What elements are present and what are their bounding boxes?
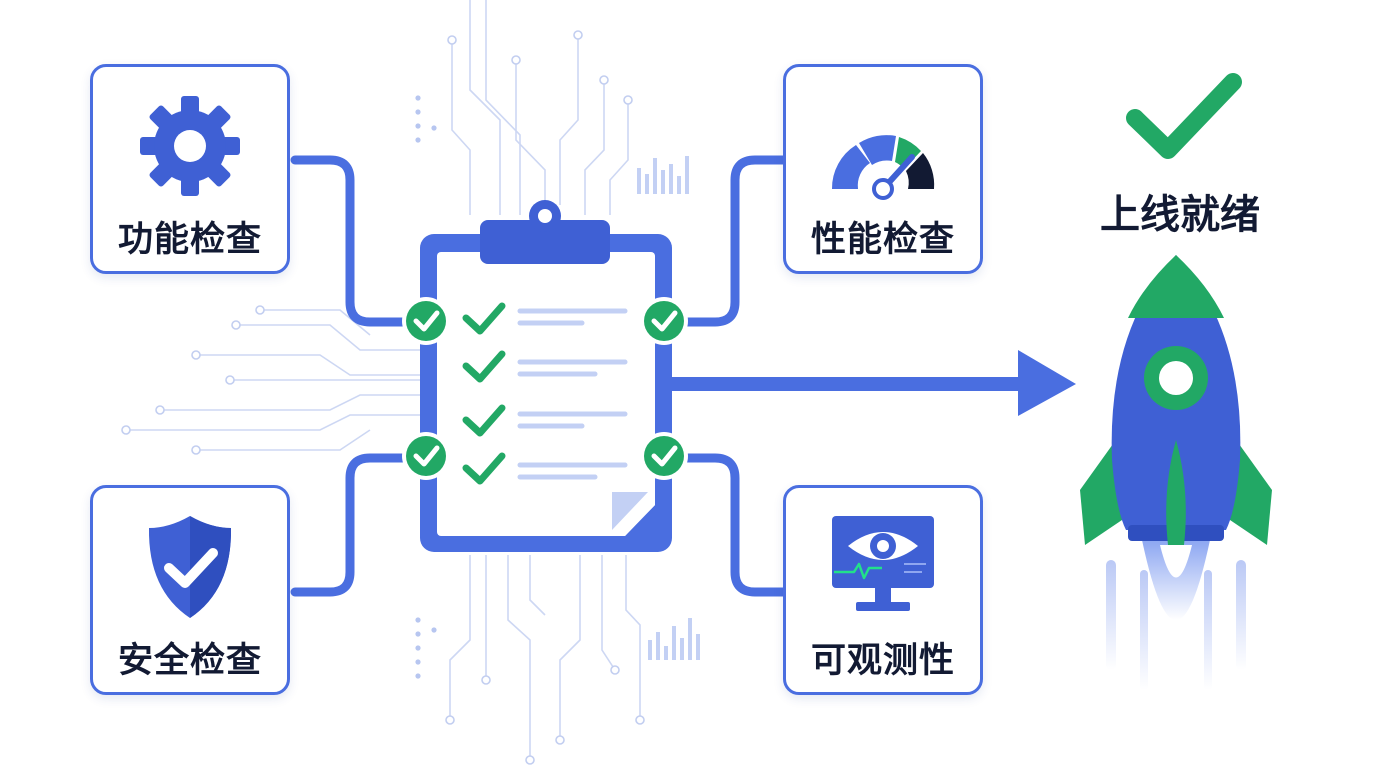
check-badge-icon [402,432,450,480]
circuit-traces [126,0,641,760]
arrow-right-icon [672,350,1076,416]
circuit-dots [415,95,437,679]
circuit-nodes [121,30,645,765]
functional-check-label: 功能检查 [117,220,262,260]
gear-icon [140,96,240,196]
launch-ready-title: 上线就绪 [1100,192,1260,238]
functional-check-card: 功能检查 [90,64,290,274]
mini-bars-bottom [648,618,700,660]
check-badge-icon [402,297,450,345]
speedometer-icon [831,135,935,200]
connectors [290,155,788,597]
rocket-icon [1080,255,1272,690]
observability-label: 可观测性 [810,641,955,681]
monitor-eye-icon [832,516,934,611]
clipboard-checklist-icon [420,200,672,552]
check-badge-icon [640,432,688,480]
performance-check-label: 性能检查 [810,220,955,260]
security-check-label: 安全检查 [117,641,262,681]
performance-check-card: 性能检查 [783,64,983,274]
check-badge-icon [640,297,688,345]
security-check-card: 安全检查 [90,485,290,695]
mini-bars-top [637,156,689,194]
ready-check-icon [1126,73,1242,159]
check-badges [402,297,688,480]
observability-card: 可观测性 [783,485,983,695]
shield-check-icon [148,516,232,618]
